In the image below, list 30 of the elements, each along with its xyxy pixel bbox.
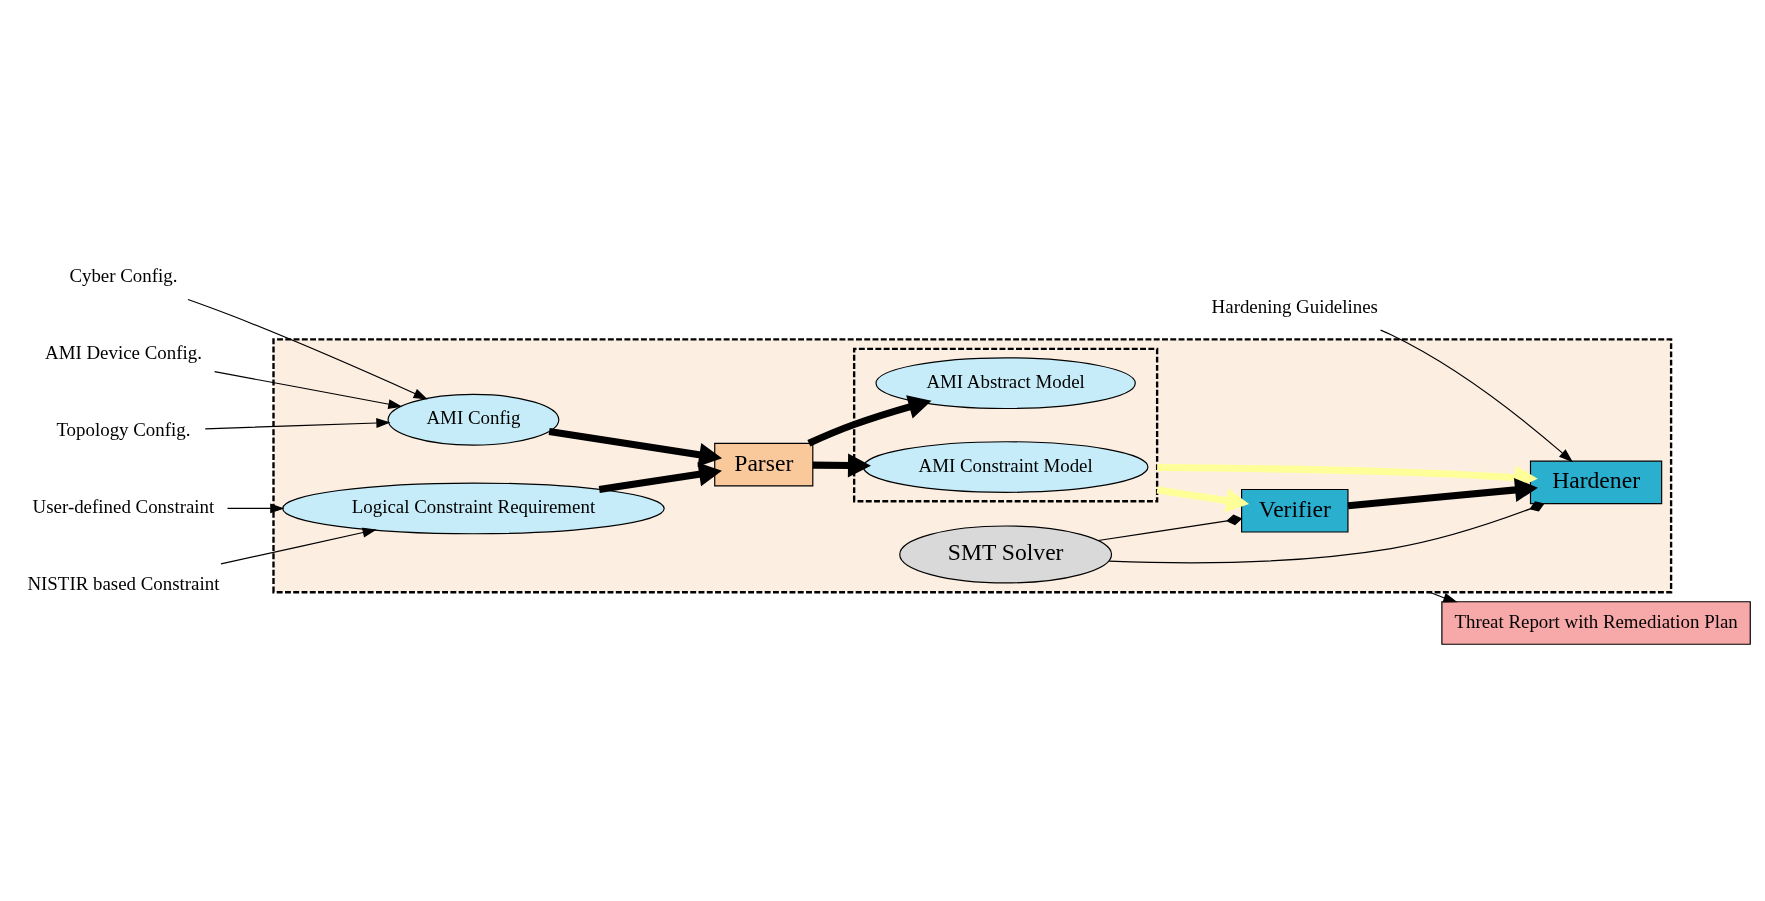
arrow: [214, 371, 403, 410]
arrow: [807, 395, 932, 447]
node-text: AMI Device Config.: [45, 342, 202, 364]
node-ellipse: AMI Abstract Model: [875, 357, 1136, 410]
arrow: [1429, 591, 1458, 603]
cluster: [852, 347, 1159, 503]
node-text: NISTIR based Constraint: [27, 572, 220, 594]
arrow: [1156, 486, 1250, 513]
arrow: [548, 427, 723, 467]
arrow: [1380, 329, 1573, 463]
arrow: [226, 503, 285, 514]
node-box: Threat Report with Remediation Plan: [1441, 601, 1751, 645]
arrow: [598, 462, 722, 493]
node-box: Parser: [714, 442, 814, 487]
node-ellipse: AMI Constraint Model: [862, 441, 1149, 493]
arrow: [204, 418, 391, 430]
connector: [1097, 514, 1243, 542]
node-text: User-defined Constraint: [32, 495, 215, 517]
arrow: [220, 527, 377, 565]
node-ellipse: SMT Solver: [899, 525, 1113, 584]
node-text: Hardening Guidelines: [1211, 296, 1378, 318]
node-box: Verifier: [1241, 488, 1349, 533]
node-text: Topology Config.: [56, 419, 191, 441]
node-text: Cyber Config.: [69, 265, 178, 287]
connector: [1108, 501, 1545, 564]
arrow: [812, 453, 871, 478]
node-box: Hardener: [1529, 460, 1663, 505]
arrow: [1347, 477, 1538, 510]
arrow: [187, 298, 428, 400]
node-ellipse: Logical Constraint Requirement: [282, 482, 665, 535]
